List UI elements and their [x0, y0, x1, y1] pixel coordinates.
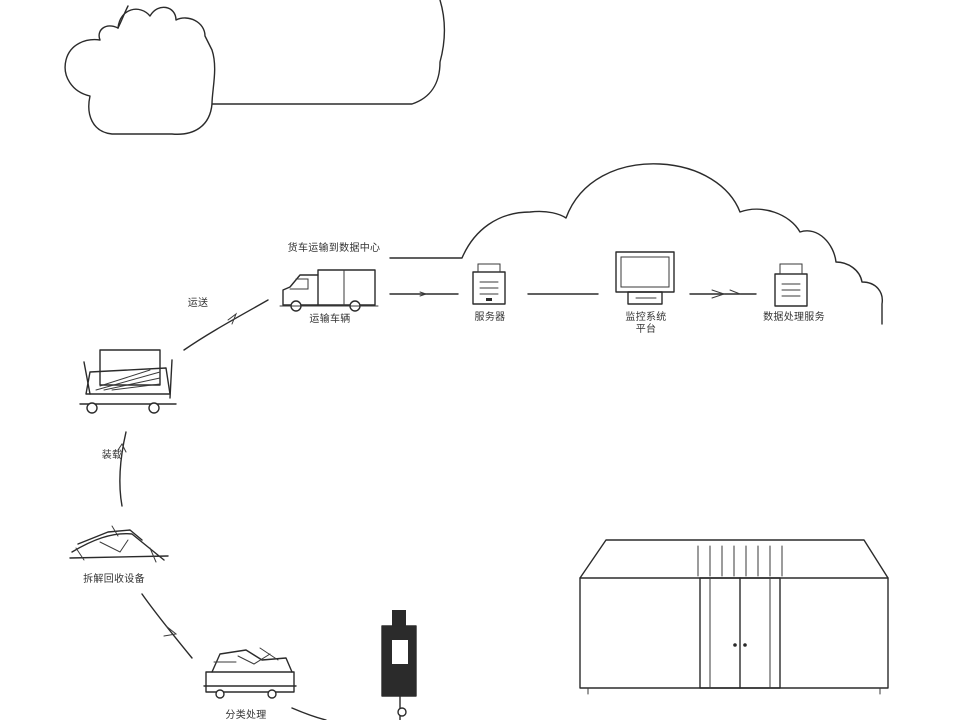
cloud-icon	[64, 0, 446, 135]
monitor-label-line2: 平台	[635, 324, 657, 335]
server-icon	[774, 263, 808, 307]
truck-caption-label: 运输车辆	[309, 314, 351, 325]
stacker-icon	[381, 610, 417, 720]
dismantle-icon	[69, 525, 169, 563]
flow-arrow	[141, 593, 193, 659]
recycle-station-label: 拆解回收设备	[83, 574, 145, 585]
arrow-mid-label: 装载	[101, 450, 123, 461]
server-right-label: 数据处理服务	[763, 312, 825, 323]
cart-icon	[203, 647, 327, 720]
arrow-upper-label: 运送	[187, 298, 209, 309]
flow-arrow	[117, 431, 127, 507]
monitor-icon	[615, 251, 675, 305]
cart-label: 分类处理	[225, 710, 267, 720]
forklift-icon	[79, 349, 177, 414]
cloud-icon	[389, 163, 883, 325]
truck-title-label: 货车运输到数据中心	[287, 243, 381, 254]
server-icon	[472, 263, 506, 305]
warehouse-icon	[579, 539, 889, 695]
monitor-label: 监控系统	[625, 312, 667, 323]
server-left-label: 服务器	[474, 312, 506, 323]
flow-connector	[389, 289, 757, 299]
truck-icon	[279, 269, 379, 312]
flow-arrow	[183, 299, 269, 351]
